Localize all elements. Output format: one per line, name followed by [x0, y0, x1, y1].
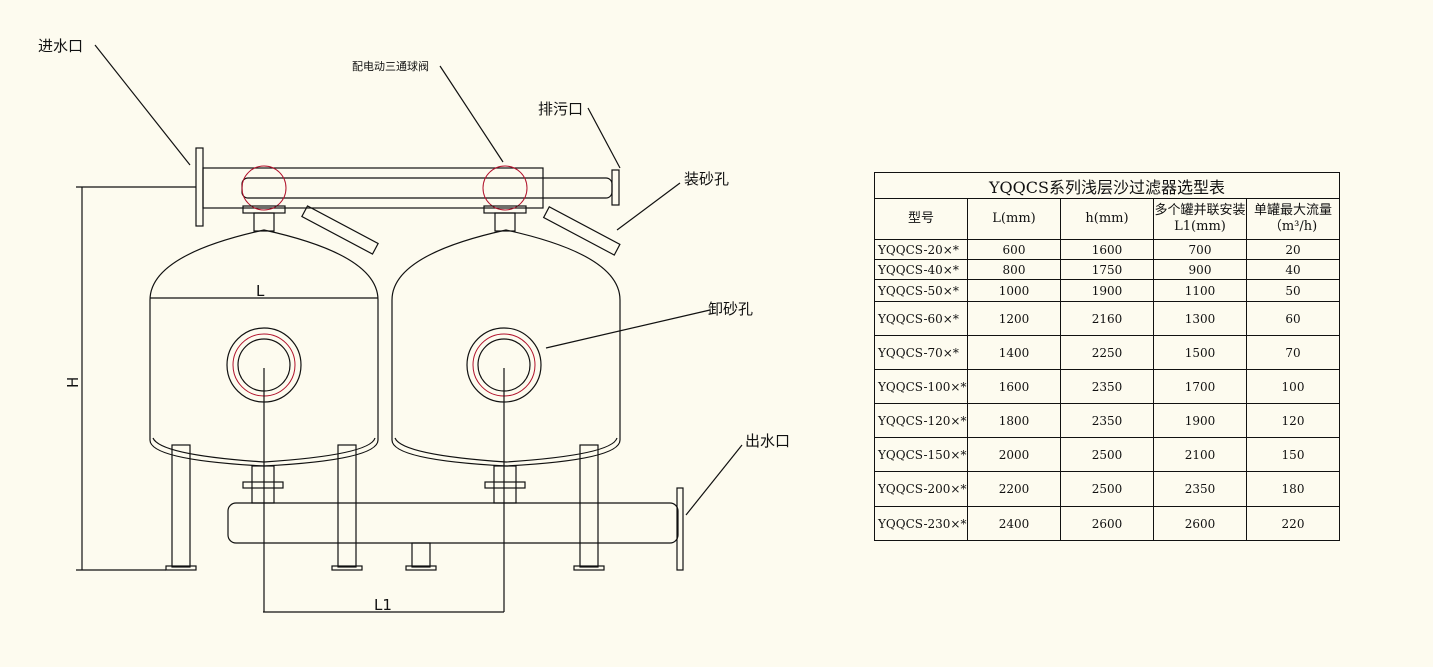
table-cell: YQQCS-60×* [874, 301, 968, 336]
table-cell: YQQCS-50×* [874, 279, 968, 302]
tank-right [391, 229, 621, 467]
table-cell: YQQCS-150×* [874, 437, 968, 472]
dim-l-label: L [256, 282, 265, 300]
outlet-label: 出水口 [745, 432, 790, 450]
table-cell: 180 [1246, 471, 1340, 507]
table-cell: 700 [1153, 239, 1247, 260]
table-cell: YQQCS-100×* [874, 369, 968, 404]
table-cell: 50 [1246, 279, 1340, 302]
table-cell: YQQCS-70×* [874, 335, 968, 370]
table-cell: 2350 [1060, 369, 1154, 404]
table-header: 型号 L(mm) h(mm) 多个罐并联安装L1(mm) 单罐最大流量（m³/h… [874, 198, 1340, 240]
header-cell: 多个罐并联安装L1(mm) [1153, 198, 1247, 240]
table-cell: 2000 [967, 437, 1061, 472]
table-cell: 1600 [1060, 239, 1154, 260]
table-cell: 1700 [1153, 369, 1247, 404]
table-cell: 1500 [1153, 335, 1247, 370]
header-cell: h(mm) [1060, 198, 1154, 240]
table-cell: YQQCS-20×* [874, 239, 968, 260]
valve-label: 配电动三通球阀 [352, 59, 429, 73]
table-cell: 40 [1246, 259, 1340, 280]
table-cell: 70 [1246, 335, 1340, 370]
table-cell: 1200 [967, 301, 1061, 336]
header-cell: 单罐最大流量（m³/h) [1246, 198, 1340, 240]
table-cell: 2160 [1060, 301, 1154, 336]
table-cell: 1300 [1153, 301, 1247, 336]
table-cell: 2350 [1153, 471, 1247, 507]
table-cell: 150 [1246, 437, 1340, 472]
table-cell: 1400 [967, 335, 1061, 370]
table-cell: YQQCS-120×* [874, 403, 968, 438]
table-cell: YQQCS-200×* [874, 471, 968, 507]
table-cell: YQQCS-40×* [874, 259, 968, 280]
table-cell: 2250 [1060, 335, 1154, 370]
table-cell: 100 [1246, 369, 1340, 404]
header-cell: 型号 [874, 198, 968, 240]
table-cell: 2600 [1060, 506, 1154, 541]
table-cell: 2500 [1060, 471, 1154, 507]
dim-l1-label: L1 [374, 596, 392, 614]
table-cell: 1100 [1153, 279, 1247, 302]
manhole-right [466, 327, 542, 612]
table-cell: 1900 [1060, 279, 1154, 302]
selection-table: YQQCS系列浅层沙过滤器选型表 型号 L(mm) h(mm) 多个罐并联安装L… [874, 172, 1340, 541]
drain-label: 排污口 [538, 100, 583, 118]
table-cell: 600 [967, 239, 1061, 260]
dim-h-label: H [64, 377, 82, 388]
table-cell: 20 [1246, 239, 1340, 260]
header-cell: L(mm) [967, 198, 1061, 240]
table-cell: 2100 [1153, 437, 1247, 472]
table-cell: 60 [1246, 301, 1340, 336]
table-cell: 2200 [967, 471, 1061, 507]
sand-unload-label: 卸砂孔 [708, 300, 753, 318]
table-cell: 800 [967, 259, 1061, 280]
manhole-left [226, 327, 302, 612]
table-cell: 1000 [967, 279, 1061, 302]
table-cell: 1750 [1060, 259, 1154, 280]
top-pipes [195, 147, 621, 256]
sand-fill-label: 装砂孔 [684, 170, 729, 188]
table-cell: 2350 [1060, 403, 1154, 438]
leader-lines [94, 44, 743, 516]
dimension-lines [76, 186, 504, 613]
table-cell: 900 [1153, 259, 1247, 280]
inlet-label: 进水口 [38, 37, 83, 55]
table-cell: 120 [1246, 403, 1340, 438]
table-cell: 1800 [967, 403, 1061, 438]
legs [165, 444, 605, 571]
table-cell: YQQCS-230×* [874, 506, 968, 541]
table-cell: 1900 [1153, 403, 1247, 438]
table-cell: 2500 [1060, 437, 1154, 472]
table-cell: 2600 [1153, 506, 1247, 541]
table-cell: 2400 [967, 506, 1061, 541]
table-title: YQQCS系列浅层沙过滤器选型表 [874, 172, 1340, 199]
table-cell: 1600 [967, 369, 1061, 404]
table-cell: 220 [1246, 506, 1340, 541]
bottom-pipe [227, 465, 684, 571]
